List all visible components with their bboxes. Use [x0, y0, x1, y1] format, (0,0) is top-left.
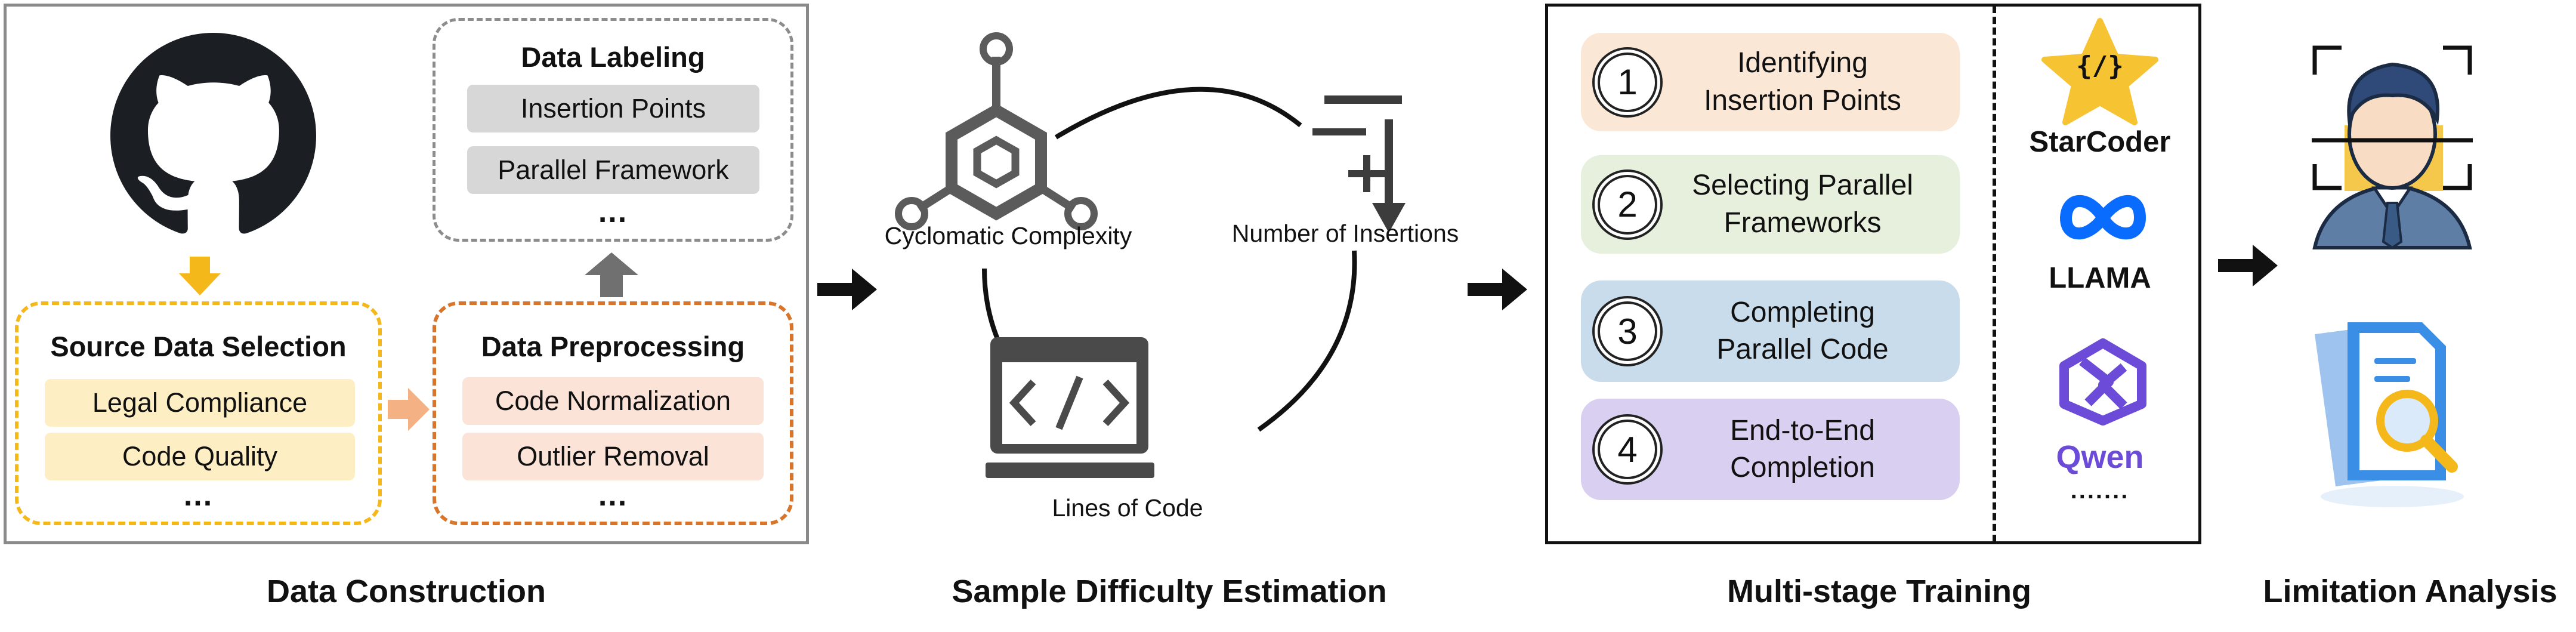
lines-of-code-icon [986, 337, 1154, 478]
number-of-insertions-label: Number of Insertions [1231, 220, 1459, 247]
down-arrow-icon [179, 257, 221, 295]
starcoder-glyph: {/} [2076, 51, 2124, 81]
difficulty-cycle [895, 32, 1406, 478]
panel-divider [1993, 6, 1996, 542]
flow-arrow-icon [1468, 269, 1527, 310]
limitation-analysis-caption: Limitation Analysis [2263, 574, 2558, 609]
data-construction-panel [4, 4, 809, 544]
cyclomatic-complexity-icon [895, 32, 1098, 230]
stage-number: 1 [1598, 52, 1657, 112]
multi-stage-training-caption: Multi-stage Training [1726, 574, 2032, 609]
preprocessing-item: Outlier Removal [462, 433, 764, 480]
document-search-icon [2315, 322, 2464, 507]
stage-number: 2 [1598, 174, 1657, 235]
source-item: Legal Compliance [45, 379, 355, 427]
data-preprocessing-box [433, 301, 793, 525]
stage-label-line2: Parallel Code [1716, 334, 1889, 365]
source-data-selection-box [15, 301, 382, 525]
data-labeling-box [433, 18, 793, 242]
models-more: ....... [2070, 477, 2130, 504]
starcoder-icon [2041, 18, 2158, 125]
labeling-more: ... [598, 195, 628, 229]
up-arrow-icon [585, 252, 638, 297]
number-of-insertions-icon [1312, 95, 1406, 233]
stage-label-line1: Completing [1730, 296, 1875, 328]
data-construction-caption: Data Construction [266, 574, 546, 609]
preprocessing-more: ... [598, 478, 628, 513]
model-starcoder: StarCoder [2029, 126, 2171, 158]
stage-label-line2: Completion [1730, 452, 1875, 483]
stage-label-line1: Selecting Parallel [1692, 169, 1913, 202]
source-more: ... [183, 478, 214, 513]
qwen-icon [2059, 338, 2146, 426]
source-data-selection-title: Source Data Selection [50, 331, 347, 362]
stage-number: 4 [1598, 420, 1657, 479]
data-preprocessing-title: Data Preprocessing [481, 331, 745, 362]
stage-label-line1: End-to-End [1730, 414, 1875, 446]
face-scan-icon [2312, 45, 2473, 249]
meta-llama-icon [2060, 195, 2146, 240]
labeling-item: Insertion Points [467, 85, 759, 132]
labeling-item: Parallel Framework [467, 146, 759, 194]
multi-stage-training-panel [1545, 4, 2201, 544]
stage-label-line2: Insertion Points [1704, 84, 1901, 116]
data-labeling-title: Data Labeling [521, 41, 705, 73]
sample-difficulty-caption: Sample Difficulty Estimation [952, 574, 1387, 609]
cyclomatic-complexity-label: Cyclomatic Complexity [884, 222, 1132, 249]
flow-arrow-icon [2218, 245, 2278, 286]
source-item: Code Quality [45, 433, 355, 480]
stage-number: 3 [1598, 301, 1657, 361]
model-llama: LLAMA [2049, 262, 2151, 294]
stage-label-line1: Identifying [1737, 47, 1868, 79]
right-arrow-icon [388, 388, 430, 431]
preprocessing-item: Code Normalization [462, 377, 764, 425]
flow-arrow-icon [817, 269, 877, 310]
lines-of-code-label: Lines of Code [1052, 494, 1203, 522]
github-icon [110, 33, 316, 234]
stage-label-line2: Frameworks [1723, 206, 1882, 239]
model-qwen: Qwen [2056, 439, 2144, 475]
